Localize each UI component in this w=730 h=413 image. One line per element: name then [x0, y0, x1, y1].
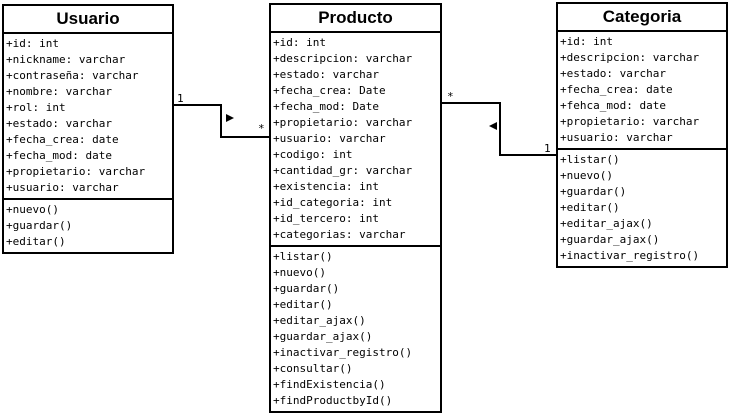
direction-arrow-icon: [489, 122, 497, 130]
attribute-row: +fecha_crea: date: [6, 133, 119, 146]
attribute-row: +fecha_mod: date: [6, 149, 112, 162]
attributes-compartment: +id: int +descripcion: varchar +estado: va…: [558, 32, 726, 150]
attribute-row: +propietario: varchar: [273, 116, 413, 129]
operation-row: +inactivar_registro(): [560, 249, 700, 262]
operation-row: +guardar_ajax(): [273, 330, 373, 343]
attribute-row: +fecha_crea: Date: [273, 84, 386, 97]
operation-row: +guardar(): [560, 185, 627, 198]
attribute-row: +estado: varchar: [560, 67, 666, 80]
class-producto: Producto +id: int +descripcion: varchar +e…: [269, 3, 442, 413]
attributes-compartment: +id: int +nickname: varchar +contraseña: v…: [4, 34, 172, 200]
association-producto-categoria: [442, 102, 557, 156]
multiplicity-categoria: 1: [544, 142, 551, 155]
operation-row: +inactivar_registro(): [273, 346, 413, 359]
attribute-row: +fecha_crea: date: [560, 83, 673, 96]
attribute-row: +propietario: varchar: [6, 165, 146, 178]
attribute-row: +descripcion: varchar: [273, 52, 413, 65]
operation-row: +guardar_ajax(): [560, 233, 660, 246]
operation-row: +nuevo(): [273, 266, 326, 279]
operation-row: +editar(): [273, 298, 333, 311]
operation-row: +editar_ajax(): [273, 314, 366, 327]
attribute-row: +id: int: [560, 35, 613, 48]
operation-row: +listar(): [560, 153, 620, 166]
operation-row: +guardar(): [273, 282, 340, 295]
operation-row: +editar(): [6, 235, 66, 248]
attribute-row: +categorias: varchar: [273, 228, 406, 241]
direction-arrow-icon: [226, 114, 234, 122]
attribute-row: +propietario: varchar: [560, 115, 700, 128]
attribute-row: +descripcion: varchar: [560, 51, 700, 64]
operation-row: +findExistencia(): [273, 378, 386, 391]
attribute-row: +usuario: varchar: [273, 132, 386, 145]
attribute-row: +id: int: [6, 37, 59, 50]
association-usuario-producto: [174, 104, 271, 138]
operations-compartment: +listar() +nuevo() +guardar() +editar() +edi…: [271, 247, 440, 411]
attribute-row: +existencia: int: [273, 180, 379, 193]
operation-row: +guardar(): [6, 219, 73, 232]
operations-compartment: +listar() +nuevo() +guardar() +editar() +edi…: [558, 150, 726, 266]
attribute-row: +fehca_mod: date: [560, 99, 666, 112]
operation-row: +nuevo(): [560, 169, 613, 182]
attribute-row: +fecha_mod: Date: [273, 100, 379, 113]
multiplicity-producto: *: [258, 122, 265, 135]
class-categoria: Categoria +id: int+descripcion: varchar+…: [556, 2, 728, 268]
operation-row: +nuevo(): [6, 203, 59, 216]
attribute-row: +usuario: varchar: [560, 131, 673, 144]
operation-row: +editar_ajax(): [560, 217, 653, 230]
attribute-row: +cantidad_gr: varchar: [273, 164, 413, 177]
class-title: Producto: [271, 5, 440, 33]
attributes-compartment: +id: int +descripcion: varchar +estado: va…: [271, 33, 440, 247]
attribute-row: +codigo: int: [273, 148, 353, 161]
attribute-row: +id_categoria: int: [273, 196, 393, 209]
multiplicity-producto-side: *: [447, 90, 454, 103]
attribute-row: +estado: varchar: [6, 117, 112, 130]
operation-row: +editar(): [560, 201, 620, 214]
operation-row: +listar(): [273, 250, 333, 263]
class-usuario: Usuario +id: int +nickname: varchar +contr…: [2, 4, 174, 254]
operations-compartment: +nuevo() +guardar() +editar(): [4, 200, 172, 252]
class-title: Categoria: [558, 4, 726, 32]
attribute-row: +rol: int: [6, 101, 66, 114]
operation-row: +findProductbyId(): [273, 394, 393, 407]
attribute-row: +usuario: varchar: [6, 181, 119, 194]
attribute-row: +estado: varchar: [273, 68, 379, 81]
attribute-row: +id_tercero: int: [273, 212, 379, 225]
attribute-row: +contraseña: varchar: [6, 69, 139, 82]
attribute-row: +nombre: varchar: [6, 85, 112, 98]
attribute-row: +id: int: [273, 36, 326, 49]
attribute-row: +nickname: varchar: [6, 53, 126, 66]
operation-row: +consultar(): [273, 362, 353, 375]
class-title: Usuario: [4, 6, 172, 34]
multiplicity-usuario: 1: [177, 92, 184, 105]
